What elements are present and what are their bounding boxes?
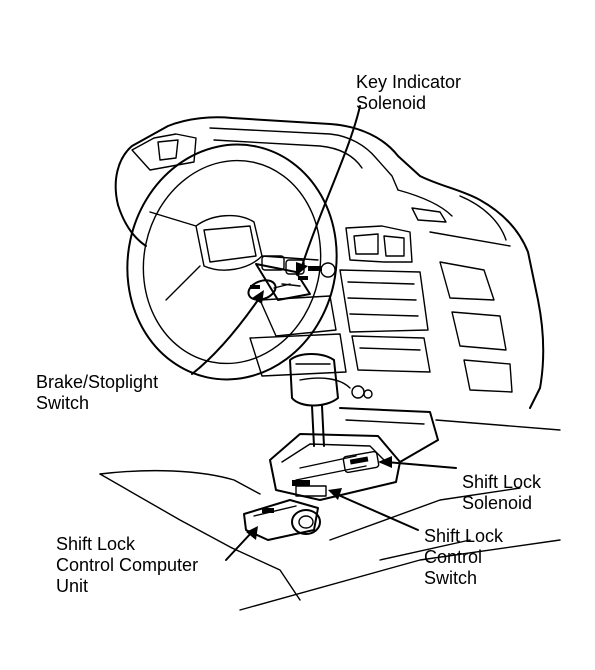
label-line: Brake/Stoplight — [36, 372, 159, 392]
leader-shift-lock-solenoid — [378, 456, 457, 469]
leader-computer-unit — [225, 526, 258, 561]
steering-wheel — [126, 143, 338, 381]
label-line: Switch — [36, 393, 90, 413]
leader-shift-lock-control-switch — [328, 488, 419, 531]
label-line: Control Computer — [56, 555, 199, 575]
label-line: Shift Lock — [424, 526, 504, 546]
label-shift-lock-control-computer-unit: Shift Lock Control Computer Unit — [56, 534, 198, 597]
shift-lever — [289, 353, 373, 447]
label-line: Shift Lock — [462, 472, 542, 492]
floor-lines — [99, 419, 561, 611]
leader-brake-stoplight — [191, 290, 264, 375]
shift-console — [269, 407, 439, 501]
dashboard-outline — [114, 116, 545, 409]
label-line: Switch — [424, 568, 478, 588]
label-line: Solenoid — [356, 93, 427, 113]
label-line: Shift Lock — [56, 534, 136, 554]
label-shift-lock-solenoid: Shift Lock Solenoid — [462, 472, 541, 514]
label-line: Unit — [56, 576, 89, 596]
label-line: Solenoid — [462, 493, 533, 513]
brake-stoplight-switch-part — [247, 279, 291, 301]
label-key-indicator-solenoid: Key Indicator Solenoid — [356, 72, 461, 114]
leader-key-indicator — [296, 105, 361, 276]
label-line: Key Indicator — [356, 72, 462, 92]
computer-unit-part — [243, 499, 321, 541]
label-shift-lock-control-switch: Shift Lock Control Switch — [424, 526, 503, 589]
label-line: Control — [424, 547, 483, 567]
label-brake-stoplight-switch: Brake/Stoplight Switch — [36, 372, 158, 414]
